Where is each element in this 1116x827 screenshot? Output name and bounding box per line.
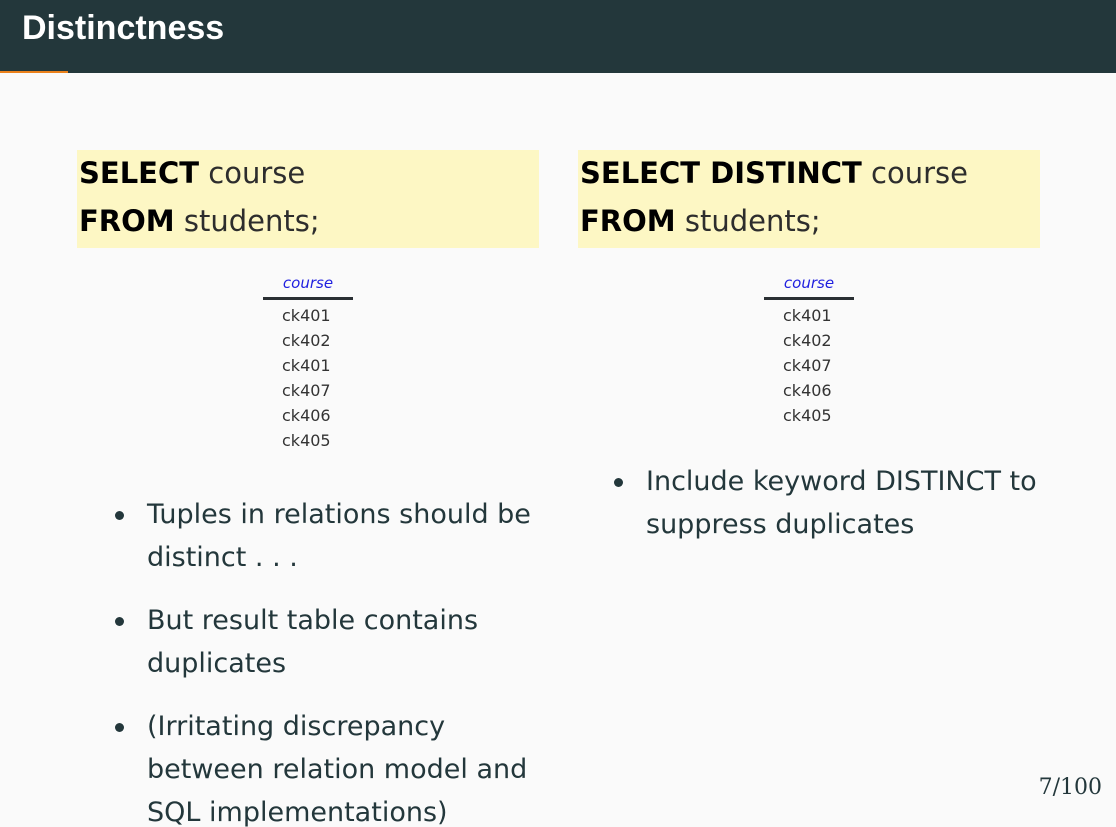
bullet-text: Include keyword DISTINCT to suppress dup…: [646, 466, 1037, 540]
left-select-column: course: [208, 156, 306, 190]
table-row: ck402: [282, 331, 331, 350]
page-number: 7/100: [1038, 775, 1102, 800]
bullet-dot-icon: [115, 617, 124, 626]
left-bullet-list: Tuples in relations should be distinct .…: [115, 493, 535, 827]
table-row: ck402: [783, 331, 832, 350]
bullet-dot-icon: [115, 511, 124, 520]
right-select-column: course: [871, 156, 968, 190]
table-row: ck401: [783, 306, 832, 325]
right-sql-query-box: SELECT DISTINCT course FROM students;: [578, 150, 1040, 248]
left-from-table: students;: [183, 204, 320, 238]
right-select-line: SELECT DISTINCT course: [580, 156, 968, 190]
bullet-text: (Irritating discrepancy between relation…: [147, 711, 528, 827]
table-row: ck401: [282, 306, 331, 325]
table-row: ck405: [282, 431, 331, 450]
right-from-table: students;: [684, 204, 821, 238]
right-select-distinct-keyword: SELECT DISTINCT: [580, 156, 862, 190]
list-item: Tuples in relations should be distinct .…: [115, 493, 535, 579]
left-select-keyword: SELECT: [79, 156, 200, 190]
table-row: ck405: [783, 406, 832, 425]
left-sql-query-box: SELECT course FROM students;: [77, 150, 539, 248]
right-bullet-list: Include keyword DISTINCT to suppress dup…: [614, 460, 1054, 566]
title-bar: Distinctness: [0, 0, 1116, 73]
left-select-line: SELECT course: [79, 156, 305, 190]
bullet-dot-icon: [115, 723, 124, 732]
right-result-table: course ck401 ck402 ck407 ck406 ck405: [749, 274, 869, 428]
table-row: ck406: [282, 406, 331, 425]
table-row: ck407: [783, 356, 832, 375]
bullet-dot-icon: [614, 478, 623, 487]
right-from-keyword: FROM: [580, 204, 676, 238]
right-table-header: course: [783, 274, 835, 292]
right-table-header-rule: [764, 297, 854, 300]
left-from-line: FROM students;: [79, 204, 320, 238]
list-item: But result table contains duplicates: [115, 599, 535, 685]
table-row: ck401: [282, 356, 331, 375]
title-accent-line: [0, 71, 68, 73]
table-row: ck407: [282, 381, 331, 400]
left-from-keyword: FROM: [79, 204, 175, 238]
list-item: Include keyword DISTINCT to suppress dup…: [614, 460, 1054, 546]
slide-title: Distinctness: [22, 9, 225, 47]
left-table-header: course: [282, 274, 334, 292]
bullet-text: Tuples in relations should be distinct .…: [147, 499, 531, 573]
list-item: (Irritating discrepancy between relation…: [115, 705, 535, 827]
bullet-text: But result table contains duplicates: [147, 605, 479, 679]
right-from-line: FROM students;: [580, 204, 821, 238]
table-row: ck406: [783, 381, 832, 400]
left-table-header-rule: [263, 297, 353, 300]
left-result-table: course ck401 ck402 ck401 ck407 ck406 ck4…: [248, 274, 368, 453]
